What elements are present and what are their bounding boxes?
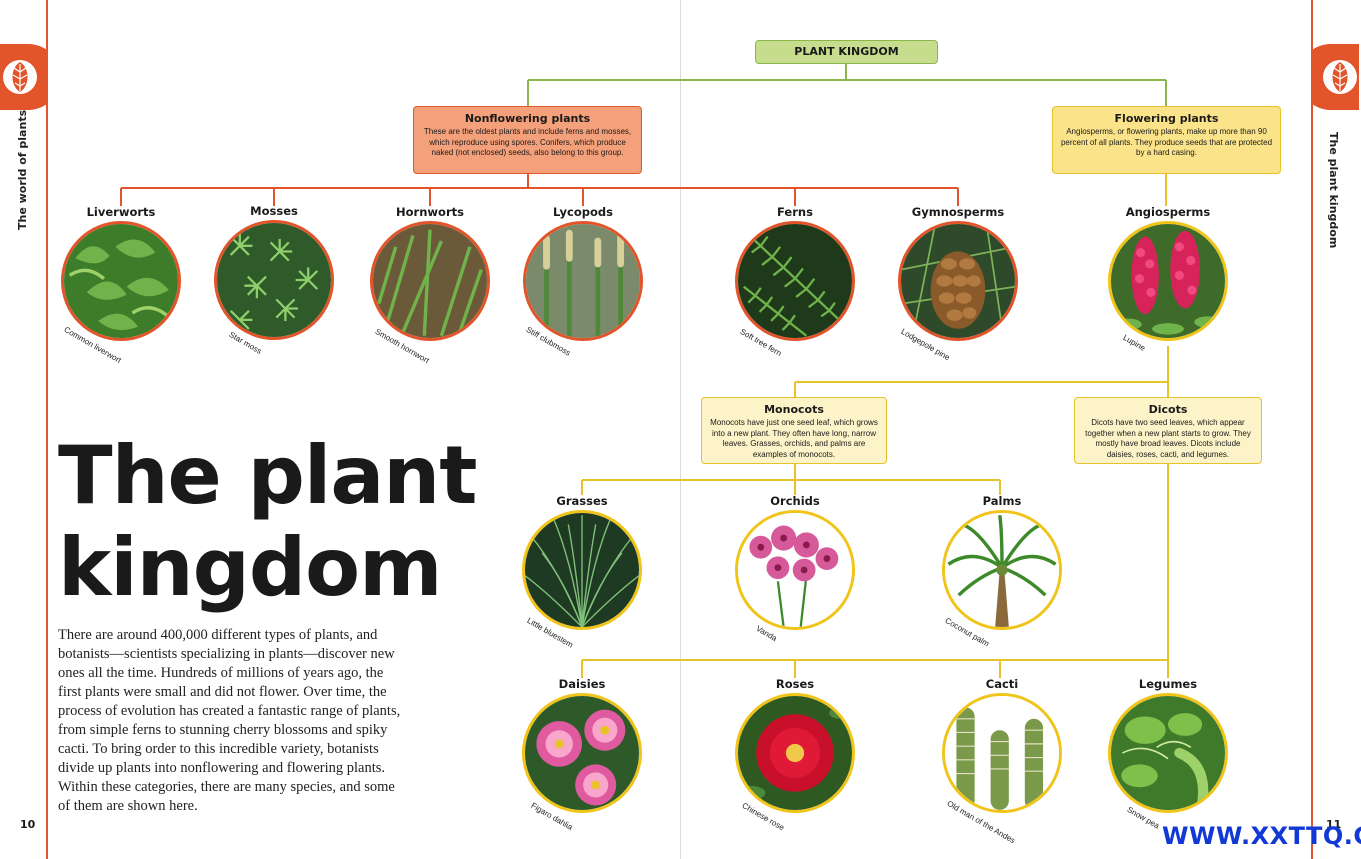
cactus-photo (942, 693, 1062, 813)
page-title-line-1: The plant (58, 429, 477, 522)
nonflowering-desc: These are the oldest plants and include … (423, 127, 632, 157)
nonflowering-box: Nonflowering plants These are the oldest… (413, 106, 642, 174)
flowering-box: Flowering plants Angiosperms, or floweri… (1052, 106, 1281, 174)
hornwort-photo (370, 221, 490, 341)
plant-title: Orchids (770, 494, 820, 508)
plant-kingdom-label: PLANT KINGDOM (794, 45, 899, 58)
monocots-box: Monocots Monocots have just one seed lea… (701, 397, 887, 464)
dicots-box: Dicots Dicots have two seed leaves, whic… (1074, 397, 1262, 464)
pinecone-photo (898, 221, 1018, 341)
leaf-logo-icon (0, 44, 46, 110)
plant-title: Ferns (777, 205, 813, 219)
plant-kingdom-box: PLANT KINGDOM (755, 40, 938, 64)
palm-photo (942, 510, 1062, 630)
flowering-title: Flowering plants (1114, 112, 1219, 125)
liverwort-photo (61, 221, 181, 341)
plant-title: Roses (775, 677, 815, 691)
right-page-border (1311, 0, 1313, 859)
plant-title: Palms (982, 494, 1022, 508)
nonflowering-title: Nonflowering plants (464, 112, 591, 125)
left-page-border (46, 0, 48, 859)
fern-photo (735, 221, 855, 341)
monocots-desc: Monocots have just one seed leaf, which … (710, 418, 878, 459)
plant-title: Grasses (556, 494, 608, 508)
plant-title: Daisies (558, 677, 606, 691)
dahlia-photo (522, 693, 642, 813)
plant-title: Cacti (985, 677, 1019, 691)
page-number-right: 11 (1326, 818, 1342, 831)
lycopod-photo (523, 221, 643, 341)
dicots-title: Dicots (1148, 403, 1188, 416)
monocots-title: Monocots (764, 403, 824, 416)
grass-photo (522, 510, 642, 630)
plant-title: Legumes (1138, 677, 1198, 691)
plant-title: Liverworts (86, 205, 156, 219)
orchid-photo (735, 510, 855, 630)
page-title-line-2: kingdom (58, 521, 442, 614)
page-number-left: 10 (20, 818, 36, 831)
pea-photo (1108, 693, 1228, 813)
flowering-desc: Angiosperms, or flowering plants, make u… (1060, 127, 1273, 157)
rose-photo (735, 693, 855, 813)
moss-photo (214, 220, 334, 340)
leaf-logo-icon (1313, 44, 1359, 110)
page-gutter (680, 0, 681, 859)
page-title: The plant kingdom (58, 430, 477, 614)
plant-title: Angiosperms (1125, 205, 1211, 219)
lupine-photo (1108, 221, 1228, 341)
dicots-desc: Dicots have two seed leaves, which appea… (1085, 418, 1251, 459)
plant-title: Mosses (250, 204, 298, 218)
watermark: WWW.XXTTQ.COM (1162, 822, 1361, 850)
plant-title: Lycopods (553, 205, 613, 219)
intro-paragraph: There are around 400,000 different types… (58, 627, 401, 814)
plant-title: Gymnosperms (911, 205, 1005, 219)
plant-title: Hornworts (396, 205, 464, 219)
